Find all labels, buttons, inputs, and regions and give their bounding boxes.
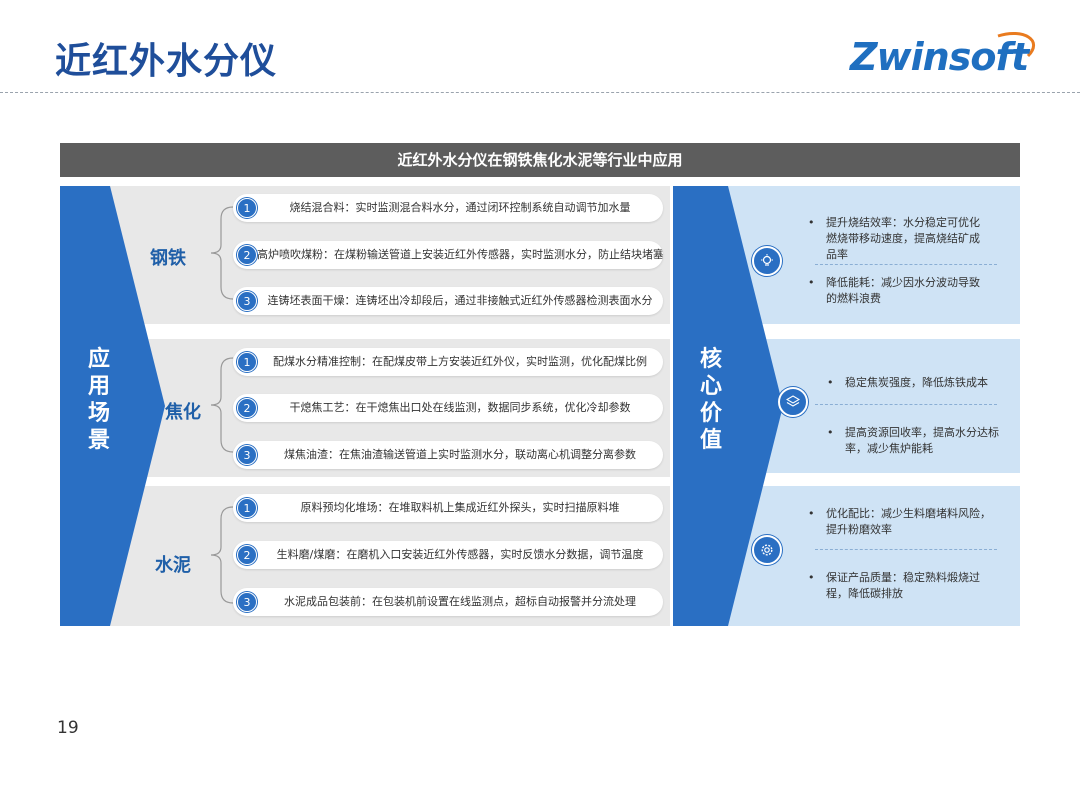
scenario-arrow — [60, 186, 165, 626]
item-number-badge: 1 — [237, 198, 257, 218]
svg-text:Zwinsoft: Zwinsoft — [849, 35, 1031, 79]
value-separator — [815, 404, 997, 405]
value-vertical-label: 核 心 价 值 — [699, 347, 722, 453]
lightbulb-icon — [752, 246, 782, 276]
category-coking: 焦化 — [165, 402, 201, 423]
category-steel: 钢铁 — [150, 248, 186, 269]
brace-cement — [210, 506, 234, 604]
value-bullet: • 提升烧结效率：水分稳定可优化 燃烧带移动速度，提高烧结矿成 品率 — [808, 216, 980, 261]
list-item: 1 配煤水分精准控制：在配煤皮带上方安装近红外仪，实时监测，优化配煤比例 — [233, 348, 663, 376]
header-divider — [0, 92, 1080, 93]
item-number-badge: 1 — [237, 498, 257, 518]
item-number-badge: 2 — [237, 545, 257, 565]
value-bullet: • 降低能耗：减少因水分波动导致 的燃料浪费 — [808, 276, 980, 305]
value-separator — [815, 264, 997, 265]
item-number-badge: 3 — [237, 291, 257, 311]
item-number-badge: 3 — [237, 592, 257, 612]
list-item: 1 烧结混合料：实时监测混合料水分，通过闭环控制系统自动调节加水量 — [233, 194, 663, 222]
list-item: 3 水泥成品包装前：在包装机前设置在线监测点，超标自动报警并分流处理 — [233, 588, 663, 616]
list-item: 1 原料预均化堆场：在堆取料机上集成近红外探头，实时扫描原料堆 — [233, 494, 663, 522]
value-bullet: • 保证产品质量：稳定熟料煅烧过 程，降低碳排放 — [808, 571, 980, 600]
section-banner: 近红外水分仪在钢铁焦化水泥等行业中应用 — [60, 143, 1020, 177]
brace-steel — [210, 206, 234, 300]
category-cement: 水泥 — [155, 555, 191, 576]
item-number-badge: 2 — [237, 245, 257, 265]
company-logo: Zwinsoft — [849, 31, 1036, 79]
value-bullet: • 优化配比：减少生料磨堵料风险， 提升粉磨效率 — [808, 507, 991, 536]
item-number-badge: 2 — [237, 398, 257, 418]
page-title: 近红外水分仪 — [55, 41, 278, 82]
gear-icon — [752, 535, 782, 565]
list-item: 3 煤焦油渣：在焦油渣输送管道上实时监测水分，联动离心机调整分离参数 — [233, 441, 663, 469]
list-item: 3 连铸坯表面干燥：连铸坯出冷却段后，通过非接触式近红外传感器检测表面水分 — [233, 287, 663, 315]
list-item: 2 干熄焦工艺：在干熄焦出口处在线监测，数据同步系统，优化冷却参数 — [233, 394, 663, 422]
value-bullet: • 提高资源回收率，提高水分达标 率，减少焦炉能耗 — [827, 426, 999, 455]
item-number-badge: 1 — [237, 352, 257, 372]
list-item: 2 高炉喷吹煤粉：在煤粉输送管道上安装近红外传感器，实时监测水分，防止结块堵塞 — [233, 241, 663, 269]
item-number-badge: 3 — [237, 445, 257, 465]
brace-coking — [210, 357, 234, 453]
value-arrow — [673, 186, 783, 626]
page-number: 19 — [57, 718, 79, 738]
list-item: 2 生料磨/煤磨：在磨机入口安装近红外传感器，实时反馈水分数据，调节温度 — [233, 541, 663, 569]
value-separator — [815, 549, 997, 550]
value-bullet: • 稳定焦炭强度，降低炼铁成本 — [827, 376, 988, 389]
scenario-vertical-label: 应 用 场 景 — [87, 347, 110, 453]
layers-icon — [778, 387, 808, 417]
